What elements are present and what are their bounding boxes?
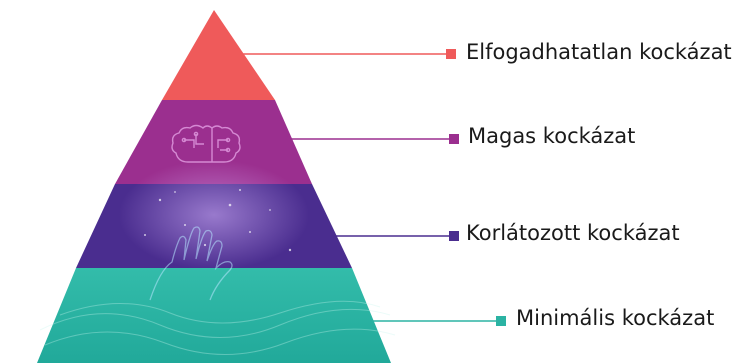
label-limited-risk: Korlátozott kockázat: [466, 223, 680, 244]
glow-effect: [119, 160, 309, 270]
label-minimal-risk: Minimális kockázat: [516, 308, 714, 329]
label-high-risk: Magas kockázat: [468, 126, 635, 147]
marker-high: [449, 134, 459, 144]
label-unacceptable-risk: Elfogadhatatlan kockázat: [466, 42, 732, 63]
marker-unacceptable: [446, 49, 456, 59]
tier-minimal: [37, 268, 391, 363]
tier-unacceptable: [162, 10, 275, 100]
marker-minimal: [496, 316, 506, 326]
marker-limited: [449, 231, 459, 241]
